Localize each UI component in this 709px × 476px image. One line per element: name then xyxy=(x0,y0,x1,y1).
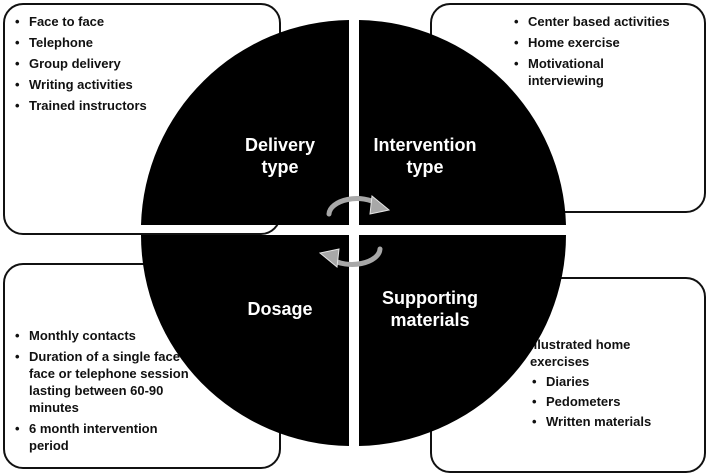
list-item: 6 month intervention period xyxy=(13,420,179,454)
dosage-list: Monthly contacts Duration of a single fa… xyxy=(13,327,271,454)
delivery-type-title: Delivery type xyxy=(244,135,316,177)
supporting-materials-title: Supporting materials xyxy=(382,288,478,330)
list-item: Written materials xyxy=(530,413,696,430)
intervention-type-quadrant xyxy=(359,20,566,225)
list-item: Writing activities xyxy=(13,76,271,93)
intervention-type-title: Intervention type xyxy=(373,135,477,177)
list-item: Group delivery xyxy=(13,55,271,72)
dosage-quadrant xyxy=(140,235,349,446)
list-item: Center based activities xyxy=(512,13,696,30)
dosage-title: Dosage xyxy=(247,299,313,319)
intervention-type-list: Center based activities Home exercise Mo… xyxy=(440,13,696,89)
list-item: Telephone xyxy=(13,34,271,51)
supporting-materials-list: Illustrated home exercises Diaries Pedom… xyxy=(440,336,696,430)
list-item: Motivational interviewing xyxy=(512,55,648,89)
list-item: Trained instructors xyxy=(13,97,271,114)
list-item: Monthly contacts xyxy=(13,327,271,344)
list-item: Face to face xyxy=(13,13,271,30)
supporting-materials-quadrant xyxy=(359,235,567,446)
delivery-type-quadrant xyxy=(141,20,349,225)
list-item: Pedometers xyxy=(530,393,696,410)
delivery-type-list: Face to face Telephone Group delivery Wr… xyxy=(13,13,271,114)
list-item: Illustrated home exercises xyxy=(530,337,631,369)
list-item: Diaries xyxy=(530,373,696,390)
list-item: Home exercise xyxy=(512,34,696,51)
list-item: Duration of a single face to face or tel… xyxy=(13,348,209,416)
